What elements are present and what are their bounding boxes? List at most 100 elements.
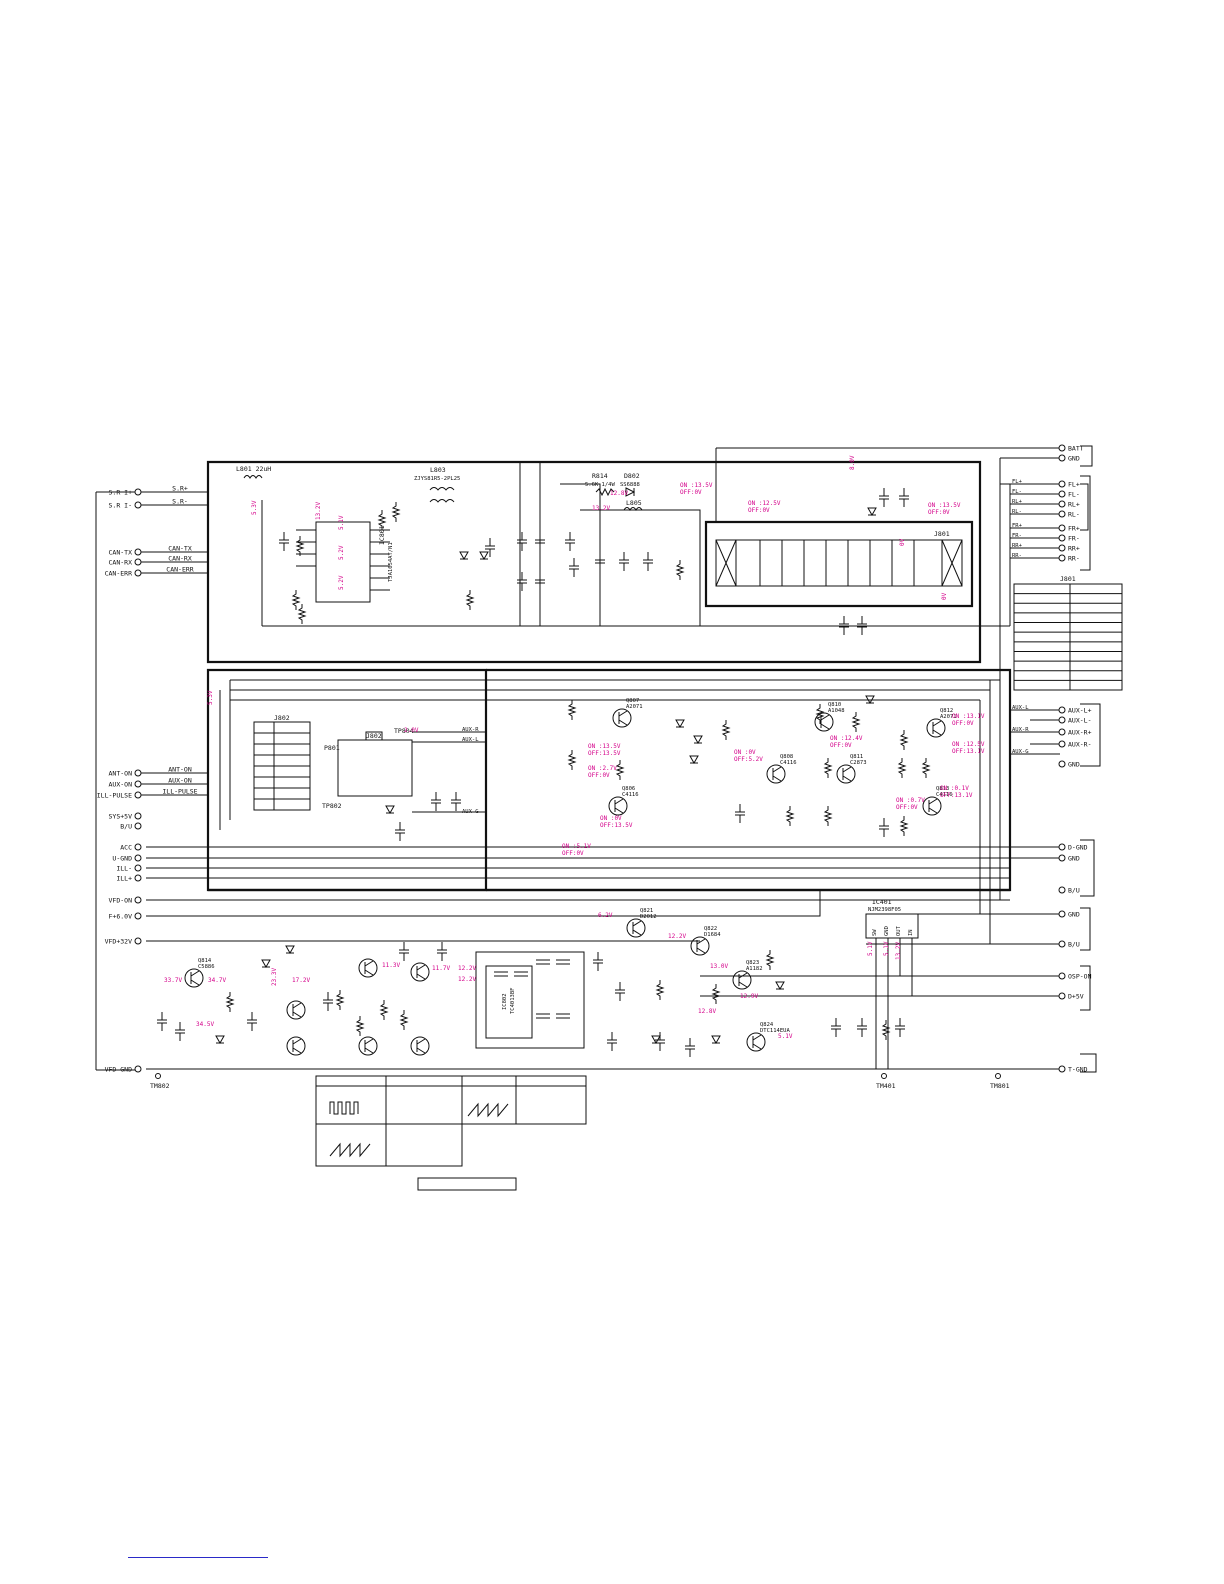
voltage-label: 6.2V	[598, 912, 613, 919]
voltage-label: 34.7V	[208, 977, 226, 984]
transistor-value: DTC114EUA	[760, 1028, 790, 1034]
transistor-value: A1048	[828, 708, 845, 714]
tm401-label: TM401	[876, 1082, 896, 1090]
left-connector-label: F+6.0V	[109, 913, 133, 921]
left-signal-label: CAN-RX	[168, 555, 192, 563]
voltage-label: OFF:0V	[680, 489, 702, 496]
right-connector-label: D-GND	[1068, 844, 1088, 852]
right-terminal	[1058, 554, 1066, 562]
resistor-symbol	[711, 984, 721, 1004]
left-signal-label: ANT-ON	[168, 766, 192, 774]
right-terminal	[1058, 544, 1066, 552]
transistor-symbol	[410, 962, 430, 982]
resistor-symbol	[465, 590, 475, 610]
left-terminal	[134, 843, 142, 851]
left-terminal	[134, 569, 142, 577]
resistor-symbol	[567, 750, 577, 770]
voltage-label: 11.3V	[382, 962, 400, 969]
resistor-symbol	[335, 990, 345, 1010]
capacitor-symbol	[517, 532, 527, 551]
waveform-table	[315, 1075, 587, 1191]
voltage-label: 5.2V	[338, 545, 345, 560]
l803-label: L803	[430, 466, 446, 474]
ic802-pin-marks	[536, 959, 550, 965]
transistor-symbol	[746, 1032, 766, 1052]
capacitor-symbol	[899, 488, 909, 507]
right-terminal	[1058, 706, 1066, 714]
voltage-label: OFF:0V	[562, 850, 584, 857]
ic802-label: IC802	[502, 993, 508, 1010]
right-terminal	[1058, 760, 1066, 768]
voltage-label: 13.2V	[592, 505, 610, 512]
voltage-label: 11.7V	[432, 965, 450, 972]
left-signal-label: ILL-PULSE	[162, 788, 197, 796]
right-terminal	[1058, 854, 1066, 862]
left-connector-label: S.R I+	[109, 489, 133, 497]
j801-pin-table: J801	[1013, 575, 1123, 691]
right-terminal	[1058, 510, 1066, 518]
right-connector-label: D+5V	[1068, 993, 1084, 1001]
right-connector-label: RR+	[1068, 545, 1080, 553]
capacitor-symbol	[451, 792, 461, 811]
transistor-label: Q807	[626, 698, 639, 704]
ic401-pin-sw: SW	[872, 929, 878, 936]
voltage-label: 0V	[899, 538, 906, 546]
pulse-waveform-icon	[329, 1101, 359, 1115]
left-terminal	[134, 558, 142, 566]
right-terminal	[1058, 534, 1066, 542]
left-connector-label: VFD+32V	[105, 938, 132, 946]
ic801-block: IC801 TJA1054AT/N1	[296, 521, 394, 603]
resistor-symbol	[921, 758, 931, 778]
capacitor-symbol	[879, 488, 889, 507]
right-connector-label: FL+	[1068, 481, 1080, 489]
resistor-symbol	[377, 510, 387, 530]
right-connector-label: GND	[1068, 911, 1080, 919]
voltage-label: 33.7V	[164, 977, 182, 984]
transistor-label: Q811	[850, 754, 863, 760]
ic401-value: NJM2398F05	[868, 907, 901, 913]
j801-connector: J801	[715, 530, 963, 587]
capacitor-symbol	[857, 616, 867, 635]
ic801-value: TJA1054AT/N1	[388, 542, 394, 582]
capacitor-symbol	[565, 532, 575, 551]
voltage-label: ON :2.7V	[588, 765, 617, 772]
left-terminal	[134, 896, 142, 904]
transistor-symbol	[626, 918, 646, 938]
voltage-label: 5.1V	[867, 941, 874, 956]
right-wire-label: FR-	[1012, 533, 1022, 539]
left-connector-label: CAN-TX	[109, 549, 133, 557]
capacitor-symbol	[535, 532, 545, 551]
diode-symbol	[261, 959, 271, 969]
voltage-label: ON :0.7V	[896, 797, 925, 804]
right-terminal	[1058, 524, 1066, 532]
capacitor-symbol	[323, 992, 333, 1011]
ic802-block: IC802 TC4013BF	[475, 951, 585, 1049]
transistor-label: Q814	[198, 958, 212, 964]
diode-symbol	[865, 695, 875, 705]
left-connector-label: CAN-ERR	[105, 570, 132, 578]
right-terminal	[1058, 940, 1066, 948]
transistor-symbol	[612, 708, 632, 728]
right-terminal	[1058, 728, 1066, 736]
tp804-label: TP804	[394, 727, 414, 735]
left-connector-label: B/U	[120, 823, 132, 831]
l805-label: L805	[626, 499, 642, 507]
footer-link-underline	[128, 1557, 268, 1558]
left-terminal	[134, 822, 142, 830]
right-connector-label: AUX-R-	[1068, 741, 1091, 749]
p801-label: P801	[324, 744, 340, 752]
left-connector-label: CAN-RX	[109, 559, 133, 567]
tp802-label: TP802	[322, 802, 342, 810]
voltage-label: ON :5.1V	[562, 843, 591, 850]
transistor-value: A1182	[746, 966, 763, 972]
voltage-label: OFF:13.1V	[940, 792, 973, 799]
diode-symbol	[675, 719, 685, 729]
capacitor-symbol	[879, 818, 889, 837]
voltage-label: 13.2V	[895, 942, 902, 960]
right-connector-label: FR-	[1068, 535, 1080, 543]
voltage-label: 5.1V	[778, 1033, 793, 1040]
transistor-value: D1684	[704, 932, 721, 938]
voltage-label: 5.3V	[207, 690, 214, 705]
